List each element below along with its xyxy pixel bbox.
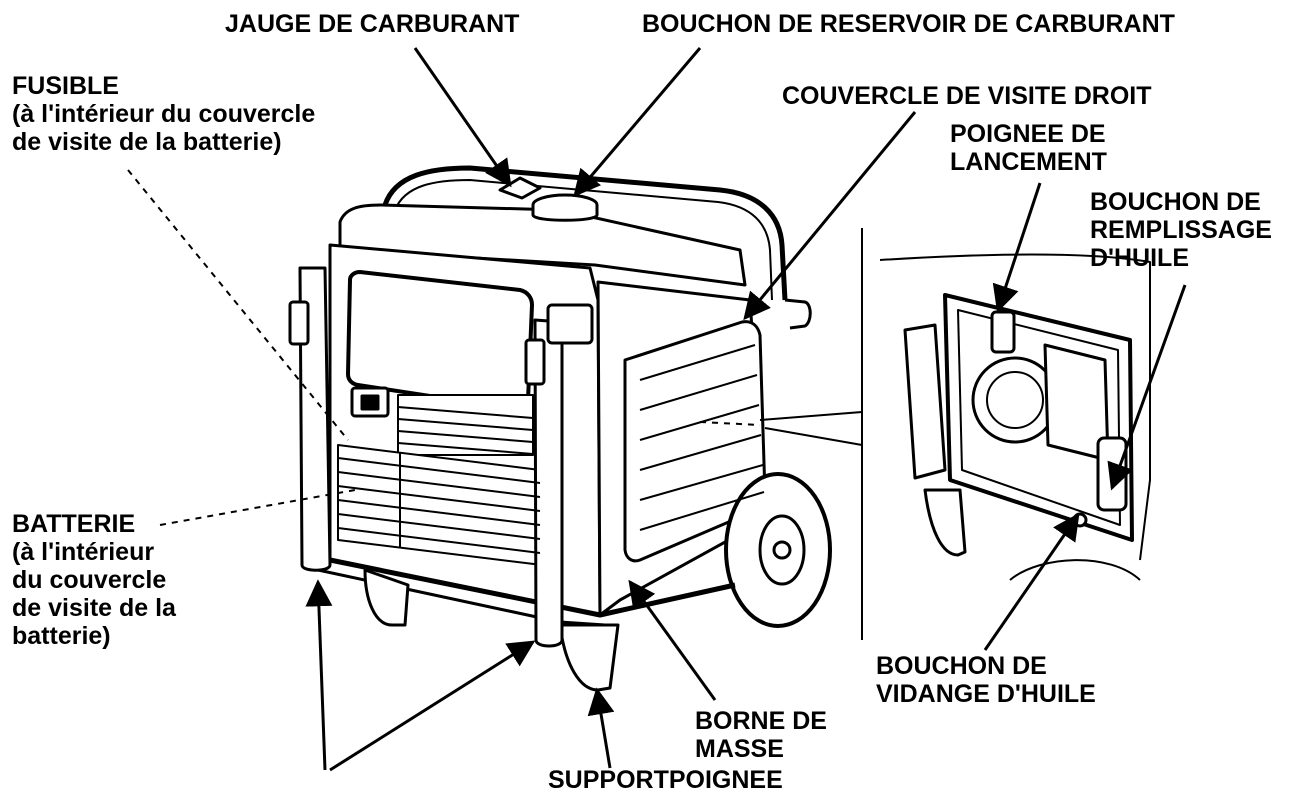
leader-lines — [305, 47, 1187, 772]
label-line: BOUCHON DE — [1090, 188, 1261, 216]
label-line: batterie) — [12, 622, 111, 650]
label-line: FUSIBLE — [12, 72, 119, 100]
label-line: COUVERCLE DE VISITE DROIT — [782, 82, 1152, 110]
label-line: BORNE DE — [695, 707, 827, 735]
label-line: VIDANGE D'HUILE — [876, 680, 1096, 708]
label-jauge-carburant: JAUGE DE CARBURANT — [225, 10, 519, 38]
dashed-leaders — [127, 169, 761, 526]
label-line: BATTERIE — [12, 510, 136, 538]
vent-lines — [337, 344, 765, 554]
label-line: LANCEMENT — [950, 148, 1107, 176]
label-support-poignee: SUPPORTPOIGNEE — [548, 766, 783, 794]
label-couvercle-visite-droit: COUVERCLE DE VISITE DROIT — [782, 82, 1151, 110]
label-line: BOUCHON DE — [876, 652, 1047, 680]
label-line: MASSE — [695, 735, 784, 763]
label-line: REMPLISSAGE — [1090, 216, 1272, 244]
label-line: JAUGE DE CARBURANT — [225, 10, 520, 38]
label-line: (à l'intérieur du couvercle — [12, 100, 316, 128]
label-line: (à l'intérieur — [12, 538, 155, 566]
label-line: de visite de la — [12, 594, 176, 622]
label-line: du couvercle — [12, 566, 167, 594]
label-bouchon-vidange: BOUCHON DE VIDANGE D'HUILE — [876, 652, 1096, 708]
label-line: POIGNEE DE — [950, 120, 1106, 148]
label-poignee-lancement: POIGNEE DE LANCEMENT — [950, 120, 1107, 176]
label-line: D'HUILE — [1090, 244, 1189, 272]
label-fusible: FUSIBLE (à l'intérieur du couvercle de v… — [12, 72, 315, 156]
label-bouchon-reservoir: BOUCHON DE RESERVOIR DE CARBURANT — [642, 10, 1175, 38]
label-batterie: BATTERIE (à l'intérieur du couvercle de … — [12, 510, 176, 650]
label-bouchon-remplissage: BOUCHON DE REMPLISSAGE D'HUILE — [1090, 188, 1272, 272]
inset-view — [759, 228, 1151, 640]
generator-body — [288, 165, 832, 692]
label-line: de visite de la batterie) — [12, 128, 282, 156]
label-line: SUPPORTPOIGNEE — [548, 766, 783, 794]
label-line: BOUCHON DE RESERVOIR DE CARBURANT — [642, 10, 1175, 38]
label-borne-masse: BORNE DE MASSE — [695, 707, 827, 763]
